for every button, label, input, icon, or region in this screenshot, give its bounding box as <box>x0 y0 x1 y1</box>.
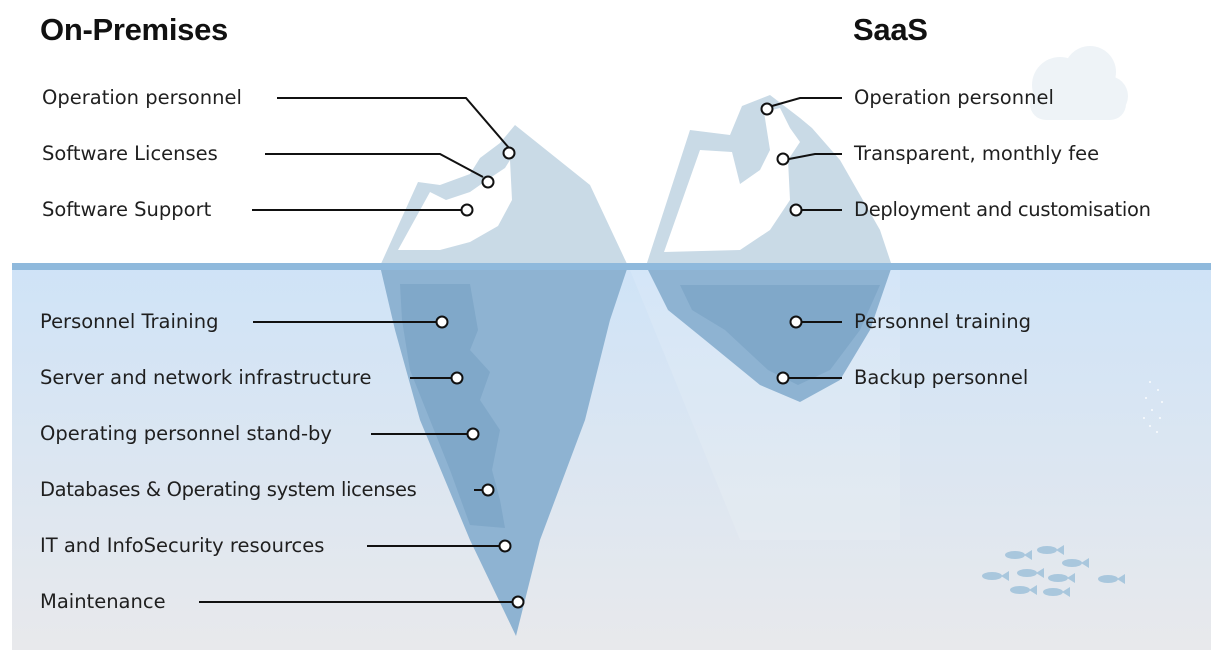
bubbles-icon <box>1143 381 1163 433</box>
waterline <box>12 263 1211 270</box>
connector-operation-personnel <box>277 97 510 149</box>
saas-label-personnel-training: Personnel training <box>854 310 1032 333</box>
saas-label-backup-personnel: Backup personnel <box>854 366 1029 389</box>
saas-connectors <box>771 97 842 379</box>
on-premises-label-software-support: Software Support <box>42 198 212 221</box>
cloud-icon <box>1030 46 1128 120</box>
saas-iceberg-inner <box>680 285 880 385</box>
on-premises-label-standby: Operating personnel stand-by <box>40 422 332 445</box>
connector-saas-monthly-fee <box>788 153 842 160</box>
on-premises-label-software-licenses: Software Licenses <box>42 142 218 165</box>
fish-school-icon <box>982 545 1125 597</box>
connector-saas-operation-personnel <box>771 97 842 107</box>
saas-heading: SaaS <box>853 12 928 47</box>
on-premises-label-maintenance: Maintenance <box>40 590 166 613</box>
on-premises-iceberg-snow <box>398 160 512 250</box>
on-premises-label-db-licenses: Databases & Operating system licenses <box>40 478 417 501</box>
saas-label-monthly-fee: Transparent, monthly fee <box>854 142 1100 165</box>
connector-software-licenses <box>265 153 484 178</box>
on-premises-label-operation-personnel: Operation personnel <box>42 86 242 109</box>
water <box>12 266 1211 650</box>
on-premises-connector-dots <box>435 146 525 609</box>
saas-connector-dots <box>760 102 803 385</box>
on-premises-label-personnel-training: Personnel Training <box>40 310 219 333</box>
on-premises-iceberg-inner <box>400 284 505 528</box>
saas-label-deployment: Deployment and customisation <box>854 198 1151 221</box>
on-premises-label-server-network: Server and network infrastructure <box>40 366 372 389</box>
on-premises-label-infosec: IT and InfoSecurity resources <box>40 534 325 557</box>
on-premises-heading: On-Premises <box>40 12 228 47</box>
saas-iceberg-snow <box>664 108 800 252</box>
on-premises-connectors <box>199 97 512 603</box>
saas-label-operation-personnel: Operation personnel <box>854 86 1054 109</box>
